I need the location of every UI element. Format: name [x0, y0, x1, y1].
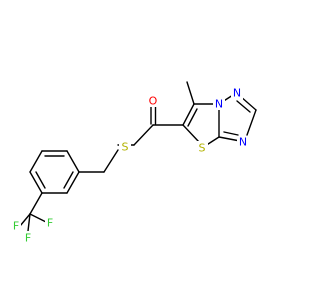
bond-thiazole-s-c5: [182, 124, 200, 143]
atom-nitrogen-bridge: N: [213, 97, 225, 111]
bond-ring-inner-2: [35, 171, 46, 189]
atom-label-f3: F: [25, 232, 31, 245]
bond-cf3-f3: [27, 213, 31, 232]
bond-triazole-n-c-bottom: [218, 136, 241, 142]
bond-ring-cf3: [29, 192, 43, 215]
atom-label-n-bottom: N: [239, 136, 247, 149]
atom-label-n-top: N: [233, 87, 241, 100]
atom-nitrogen-top: N: [231, 87, 243, 100]
atom-label-s-thioether: S: [122, 141, 129, 154]
atom-label-n-bridge: N: [215, 98, 223, 111]
bond-thiazole-c4-methyl: [186, 81, 195, 105]
bond-cf3-f1: [19, 213, 31, 227]
atom-sulfur-thioether: S: [119, 141, 131, 154]
bond-ring-inner-3: [63, 171, 74, 189]
atom-fluorine-1: F: [10, 220, 21, 233]
bond-cf3-f2: [29, 213, 47, 223]
bond-ring-6: [66, 171, 80, 194]
bond-thiazole-c5-c4-inner: [187, 108, 198, 127]
atom-label-s-thiazole: S: [199, 142, 206, 155]
bond-ring-3: [29, 150, 43, 173]
atom-layer: O S S N N N F F: [10, 87, 249, 245]
bond-triazole-c-n: [246, 109, 257, 136]
atom-label-f2: F: [47, 217, 53, 230]
bond-layer: [19, 81, 257, 232]
atom-label-f1: F: [13, 220, 19, 233]
atom-oxygen: O: [146, 94, 158, 108]
bond-sulfur-benzyl: [103, 149, 119, 173]
bond-ring-4: [29, 171, 43, 194]
bond-triazole-n-c-top-inner: [236, 100, 251, 113]
atom-fluorine-3: F: [23, 231, 34, 245]
bond-thiazole-c5-c4: [182, 103, 195, 126]
atom-fluorine-2: F: [45, 217, 56, 230]
bond-carbonyl-ch2: [133, 124, 154, 146]
bond-ring-1: [66, 150, 80, 173]
bond-triazole-n-c-bottom-inner: [223, 131, 239, 136]
atom-sulfur-thiazole: S: [196, 141, 208, 155]
atom-nitrogen-bottom: N: [237, 136, 249, 149]
molecule-structure: O S S N N N F F: [10, 81, 257, 245]
atom-label-o: O: [149, 95, 158, 108]
